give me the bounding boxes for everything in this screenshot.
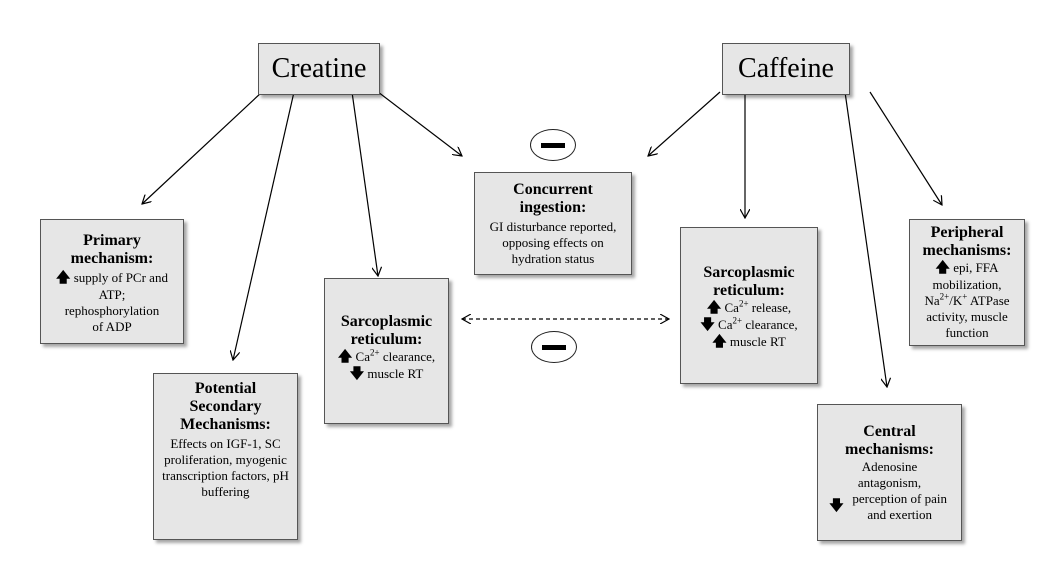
sr-caffeine-heading: Sarcoplasmic reticulum: xyxy=(703,264,795,299)
peripheral-heading: Peripheral mechanisms: xyxy=(922,224,1012,259)
sr-caffeine-line3: muscle RT xyxy=(729,334,786,349)
arrow-up-icon: 🡅 xyxy=(712,335,727,350)
central-line2: perception of pain and exertion xyxy=(852,491,947,522)
arrow-up-icon: 🡅 xyxy=(706,301,722,316)
primary-heading: Primary mechanism: xyxy=(70,232,154,267)
primary-mechanism-box: Primary mechanism: 🡅 supply of PCr and A… xyxy=(40,219,184,344)
primary-line1: supply of PCr and ATP; xyxy=(73,270,168,302)
primary-line2: rephosphorylation of ADP xyxy=(64,303,160,334)
arrow-caffeine-central xyxy=(844,91,887,387)
secondary-body: Effects on IGF-1, SC proliferation, myog… xyxy=(162,436,289,499)
sr-creatine-line2: muscle RT xyxy=(367,366,424,381)
arrow-up-icon: 🡅 xyxy=(935,261,950,276)
arrow-up-icon: 🡅 xyxy=(56,271,71,286)
concurrent-body: GI disturbance reported, opposing effect… xyxy=(489,219,617,266)
caffeine-label: Caffeine xyxy=(738,53,834,84)
peripheral-mechanisms-box: Peripheral mechanisms: 🡅 epi, FFA mobili… xyxy=(909,219,1025,346)
arrow-down-icon: 🡇 xyxy=(829,499,844,514)
peripheral-line1: epi, FFA mobilization, xyxy=(932,260,1002,292)
arrow-creatine-primary xyxy=(142,91,263,204)
concurrent-ingestion-box: Concurrent ingestion: GI disturbance rep… xyxy=(474,172,632,275)
sr-creatine-box: Sarcoplasmic reticulum: 🡅 Ca2+ clearance… xyxy=(324,278,449,424)
minus-circle-icon xyxy=(531,331,577,363)
central-line1: Adenosine antagonism, xyxy=(857,459,922,490)
arrow-down-icon: 🡇 xyxy=(349,367,365,382)
central-heading: Central mechanisms: xyxy=(845,423,934,458)
central-mechanisms-box: Central mechanisms: Adenosine antagonism… xyxy=(817,404,962,541)
arrow-up-icon: 🡅 xyxy=(337,350,353,365)
caffeine-node: Caffeine xyxy=(722,43,850,95)
arrow-creatine-concurrent xyxy=(377,91,462,156)
secondary-mechanisms-box: Potential Secondary Mechanisms: Effects … xyxy=(153,373,298,540)
secondary-heading: Potential Secondary Mechanisms: xyxy=(180,380,271,433)
peripheral-line3: activity, muscle function xyxy=(926,309,1008,340)
sr-caffeine-box: Sarcoplasmic reticulum: 🡅 Ca2+ release, … xyxy=(680,227,818,384)
arrow-creatine-secondary xyxy=(233,91,295,360)
creatine-label: Creatine xyxy=(271,53,367,84)
minus-circle-icon xyxy=(530,129,576,161)
creatine-node: Creatine xyxy=(258,43,380,95)
arrow-down-icon: 🡇 xyxy=(700,318,715,333)
arrow-caffeine-peripheral xyxy=(869,91,942,205)
concurrent-heading: Concurrent ingestion: xyxy=(513,181,593,216)
arrow-creatine-sr xyxy=(351,91,378,276)
arrow-caffeine-concurrent xyxy=(648,91,721,156)
sr-creatine-heading: Sarcoplasmic reticulum: xyxy=(340,313,433,348)
